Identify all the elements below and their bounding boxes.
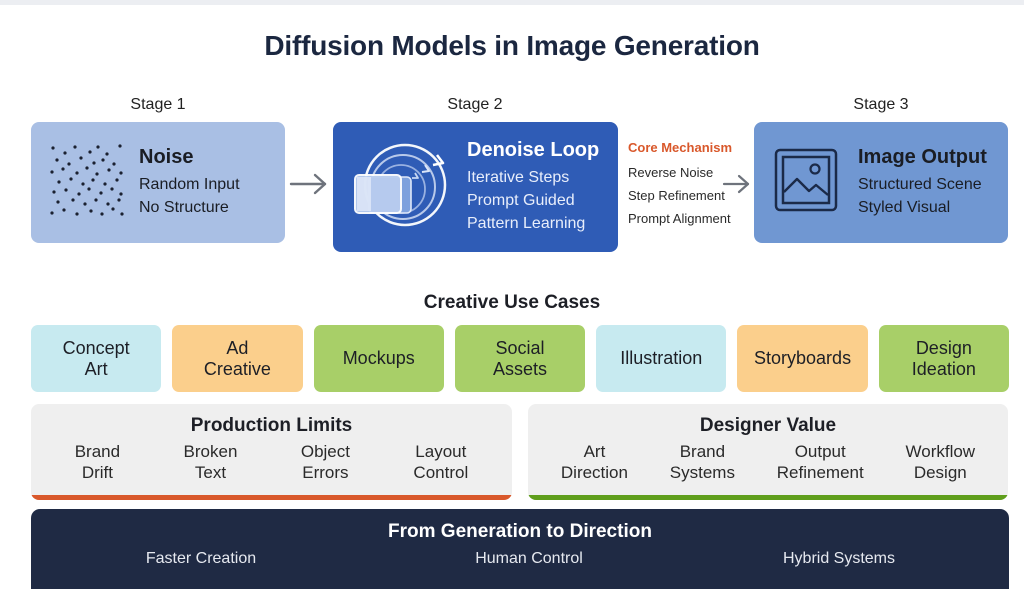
use-case-tile: Illustration xyxy=(596,325,727,392)
stage-2-line: Pattern Learning xyxy=(467,215,586,232)
footer-item: Faster Creation xyxy=(145,550,257,567)
designer-value-title: Designer Value xyxy=(699,415,837,436)
top-strip xyxy=(0,0,1024,5)
use-case-tile: Mockups xyxy=(313,325,444,392)
production-limit-item: Layout Control xyxy=(413,442,469,482)
stage-image-output-card: Image Output Structured Scene Styled Vis… xyxy=(754,122,1008,243)
production-limit-item: Brand Drift xyxy=(74,442,121,482)
designer-value-accent-bar xyxy=(528,495,1008,500)
arrow-right-icon xyxy=(722,173,752,200)
stage-3-heading: Image Output xyxy=(858,146,987,168)
stage-2-label: Stage 2 xyxy=(447,96,503,113)
use-case-tile: Social Assets xyxy=(454,325,586,392)
production-limit-item: Broken Text xyxy=(183,442,238,482)
stage-3-label: Stage 3 xyxy=(853,96,909,113)
image-icon xyxy=(774,148,838,217)
designer-value-item: Workflow Design xyxy=(905,442,976,482)
production-limits-title: Production Limits xyxy=(190,415,353,436)
stage-3-line: Structured Scene xyxy=(858,176,982,193)
core-mechanism: Core Mechanism Reverse Noise Step Refine… xyxy=(628,140,758,230)
production-limits-accent-bar xyxy=(31,495,512,500)
stage-2-heading: Denoise Loop xyxy=(467,139,600,161)
use-cases-title: Creative Use Cases xyxy=(423,292,601,313)
production-limit-item: Object Errors xyxy=(300,442,350,482)
designer-value-panel: Designer Value Art Direction Brand Syste… xyxy=(528,404,1008,500)
stage-1-label: Stage 1 xyxy=(130,96,186,113)
designer-value-item: Brand Systems xyxy=(669,442,735,482)
use-case-tile: Storyboards xyxy=(737,325,868,392)
designer-value-item: Output Refinement xyxy=(776,442,864,482)
stage-2-line: Prompt Guided xyxy=(467,192,575,209)
stage-1-line: Random Input xyxy=(139,176,240,193)
footer-banner: From Generation to Direction Faster Crea… xyxy=(31,509,1009,589)
production-limits-panel: Production Limits Brand Drift Broken Tex… xyxy=(31,404,512,500)
footer-title: From Generation to Direction xyxy=(388,521,652,542)
arrow-right-icon xyxy=(288,172,330,201)
stage-1-line: No Structure xyxy=(139,199,229,216)
use-case-tiles: Concept Art Ad Creative Mockups Social A… xyxy=(31,325,1009,392)
designer-value-item: Art Direction xyxy=(560,442,628,482)
stage-denoise-card: Denoise Loop Iterative Steps Prompt Guid… xyxy=(333,122,618,252)
denoise-loop-icon xyxy=(345,135,453,240)
core-mechanism-item: Prompt Alignment xyxy=(628,211,731,226)
use-case-tile: Ad Creative xyxy=(172,325,303,392)
footer-item: Hybrid Systems xyxy=(782,550,896,567)
stage-1-heading: Noise xyxy=(139,146,194,168)
footer-item: Human Control xyxy=(475,550,583,567)
use-case-tile: Design Ideation xyxy=(878,325,1009,392)
stage-2-line: Iterative Steps xyxy=(467,169,570,186)
page-title: Diffusion Models in Image Generation xyxy=(264,30,760,61)
use-case-tile: Concept Art xyxy=(31,325,162,392)
stage-3-line: Styled Visual xyxy=(858,199,951,216)
core-mechanism-heading: Core Mechanism xyxy=(628,140,733,155)
core-mechanism-item: Step Refinement xyxy=(628,188,725,203)
stage-noise-card: Noise Random Input No Structure xyxy=(31,122,285,243)
core-mechanism-item: Reverse Noise xyxy=(628,165,714,180)
noise-dots-icon xyxy=(49,142,125,223)
